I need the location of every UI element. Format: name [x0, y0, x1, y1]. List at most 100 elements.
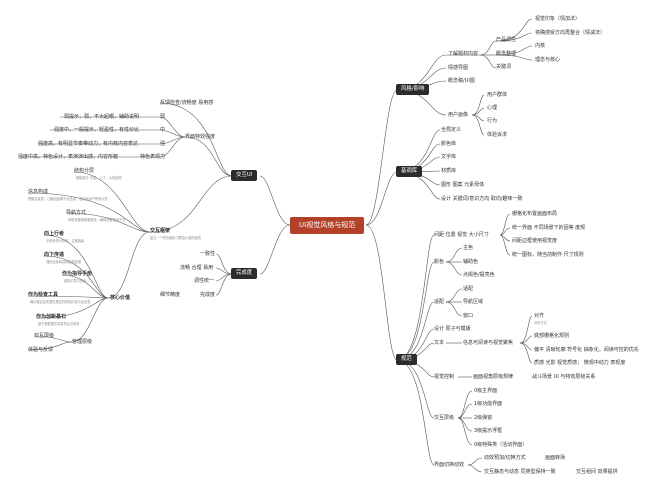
interaction-node[interactable]: 交互UI — [231, 170, 258, 181]
spec-layout: 间距 位置 视觉 大小尺寸 — [434, 232, 489, 238]
effect-mid-desc: 强度中，一般提示，轻盈性，有性价比 — [54, 127, 140, 133]
spec-color: 颜色 — [434, 259, 445, 265]
framework-exp: 体验与反馈 — [28, 347, 54, 353]
framework-info: 信息构成 — [28, 189, 49, 195]
effect-mid: 中 — [160, 127, 166, 133]
style-mood: 情感导图 — [448, 65, 469, 71]
adapt-2: 导航区域 — [463, 299, 484, 305]
spec-adapt: 适配 — [434, 299, 445, 305]
color-accent: 点缀色/提亮色 — [463, 272, 495, 278]
core-guide-desc: 结构引导与信息 — [64, 279, 87, 283]
spec-layer: 交互层级 — [434, 415, 455, 421]
style-trans: 将确感受方向再整合（情减法） — [535, 30, 606, 36]
style-concept: 概念整理 — [496, 51, 517, 57]
style-understand: 了解题材内容 — [448, 51, 479, 57]
text-grid: 底部栅格化规则 — [534, 333, 570, 339]
text-align: 对齐 — [534, 313, 545, 319]
core-check-desc: 确认稳定及完整性是否具有指示性与反应性 — [30, 300, 91, 304]
framework-struct: 结构分层 — [74, 168, 95, 174]
persona-behavior: 行为 — [487, 118, 498, 124]
style-core: 理念与核心 — [535, 57, 561, 63]
core-up-desc: 不用考虑分对称，过度拖者 — [46, 239, 85, 243]
core-innovate: 作为创新基石 — [36, 314, 67, 320]
framework-title: 交互框架 — [150, 228, 171, 234]
spec-anim: 界面切换动效 — [434, 462, 465, 468]
framework-desc: 建立一个符合使用习惯及价值的结构 — [150, 236, 201, 240]
library-item: 颜色库 — [441, 141, 457, 147]
layout-1: 栅格化布置画面布局 — [512, 211, 558, 217]
text-flat: 偏平 清晰轮廓 符号化 抽象化，阅读可控的优先 — [534, 347, 639, 353]
adapt-3: 窗口 — [463, 313, 474, 319]
layout-3: 间距边框使用视觉度 — [512, 238, 558, 244]
effect-special: 特色表现力 — [140, 154, 166, 160]
color-aux: 辅助色 — [463, 259, 479, 265]
library-node[interactable]: 基调库 — [396, 166, 423, 177]
anim-4: 交互组间 效果提供 — [576, 469, 618, 475]
library-item: 全局定义 — [441, 127, 462, 133]
library-item: 图形 图案 元素母体 — [441, 182, 485, 188]
layout-4: 统一图标，随当前制作 尺寸规则 — [512, 252, 584, 258]
color-main: 主色 — [463, 245, 474, 251]
effect-strong: 强 — [160, 141, 166, 147]
library-item: 材质库 — [441, 168, 457, 174]
layer-item: 2级弹窗 — [474, 415, 493, 421]
layer-item: 0级特殊类（活动界面） — [474, 442, 528, 448]
persona-psych: 心理 — [487, 105, 498, 111]
framework-info-desc: 把握信息层，让输出结果不太信息，信息给用户带来认知 — [28, 197, 108, 201]
layer-item: 0级主界面 — [474, 388, 498, 394]
finish-item: 流畅 合理 易用 — [180, 265, 214, 271]
framework-guide: 导航方式 — [66, 210, 87, 216]
anim-2: 画面转场 — [545, 455, 566, 461]
core-innovate-desc: 基于模型模式将新事业引领事 — [38, 322, 80, 326]
finish-item: 调性统一 — [194, 278, 215, 284]
finish-node[interactable]: 完成度 — [231, 268, 258, 279]
anim-3: 交互静态与动态 同类型保持一致 — [484, 469, 556, 475]
vision-2: 战斗场景 UI 与特效层级关系 — [532, 374, 596, 380]
adapt-1: 适配 — [463, 286, 474, 292]
framework-guide-desc: 清晰流程和频繁操作，确保流程保持方式 — [68, 218, 126, 222]
spec-node[interactable]: 规范 — [396, 354, 417, 365]
library-item: 设计 关键词/意识方向 取向/趣味一致 — [441, 196, 523, 202]
style-persona: 用户画像 — [448, 112, 469, 118]
style-node[interactable]: 风格/影响 — [396, 84, 430, 95]
finish-item: 细节精度 — [160, 292, 181, 298]
effect-special-desc: 强度中高，特色设计，表演演出感，内容形躯 — [18, 154, 119, 160]
root-node[interactable]: UI视觉风格与规范 — [290, 217, 365, 234]
spec-vision: 视觉控制 — [434, 374, 455, 380]
text-texture: 质感 光影 视觉质感； 微观中动力 表现度 — [534, 360, 626, 366]
effect-strong-desc: 强度高，有明显节奏带动力，有内核内容表达 — [38, 141, 139, 147]
style-moodboard: 概念稿/UI图 — [448, 78, 475, 84]
style-cont: 内核 — [535, 43, 546, 49]
framework-manage: 管理层级 — [72, 339, 93, 345]
spec-font: 设计 原子与模版 — [434, 326, 471, 332]
interaction-effects: 界面特效强度 — [185, 134, 216, 140]
layer-item: 3级提示浮框 — [474, 428, 503, 434]
interaction-feedback: 反馈检查/流畅度 易用感 — [160, 100, 214, 106]
framework-struct-desc: 基础层中 中层、上下、大的结构 — [76, 176, 122, 180]
effect-weak-desc: 弱提示，弱，不大起眼，辅助说明 — [64, 114, 140, 120]
library-item: 文字库 — [441, 154, 457, 160]
core-down: 向下传递 — [44, 252, 65, 258]
anim-1: 动效预加/切换方式 — [484, 455, 526, 461]
persona-profile: 用户群体 — [487, 92, 508, 98]
style-pos: 视觉印象（情加法） — [535, 16, 581, 22]
finish-done: 完成度 — [200, 292, 216, 298]
text-align-desc: 对齐方式 — [534, 321, 547, 325]
framework-layer: 交互层级 — [34, 333, 55, 339]
finish-item: 一致性 — [200, 251, 216, 257]
spec-text: 文本 — [434, 340, 445, 346]
vision-1: 画面视角层级规律 — [473, 374, 514, 380]
framework-core: 核心价值 — [110, 295, 131, 301]
style-keyword: 关键词 — [496, 64, 512, 70]
style-product: 产品调性 — [496, 37, 517, 43]
effect-weak: 弱 — [160, 114, 166, 120]
persona-needs: 体验诉求 — [487, 132, 508, 138]
layout-2: 统一界面 不同场景下的固等 度规 — [512, 225, 586, 231]
layer-item: 1级功能界面 — [474, 401, 503, 407]
core-check: 作为检查工具 — [28, 292, 59, 298]
core-up: 向上行者 — [44, 231, 65, 237]
text-readable: 信息可阅读与视觉聚焦 — [463, 340, 514, 346]
core-guide: 作为指导手册 — [62, 271, 93, 277]
core-down-desc: 强化信息和目标最简连接 — [46, 260, 82, 264]
